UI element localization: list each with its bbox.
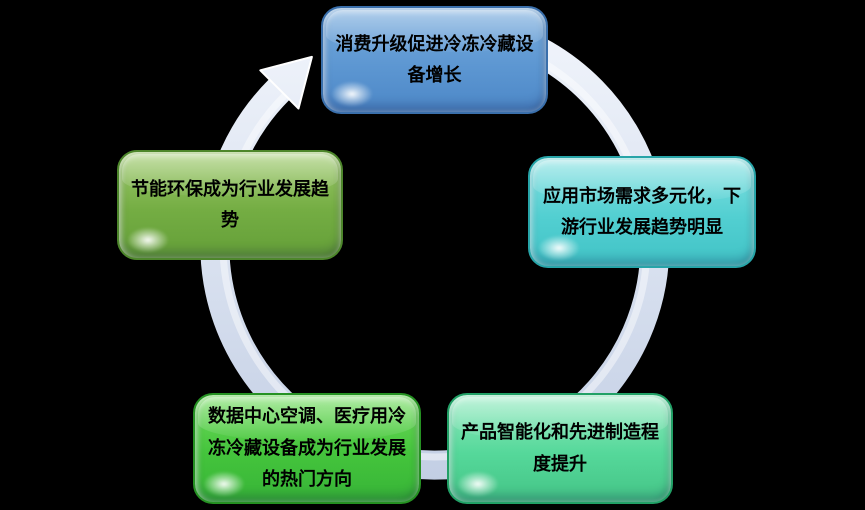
cycle-node-left: 节能环保成为行业发展趋势 bbox=[117, 150, 343, 260]
cycle-node-top-label: 消费升级促进冷冻冷藏设备增长 bbox=[335, 33, 534, 87]
cycle-node-bottom-left-label: 数据中心空调、医疗用冷冻冷藏设备成为行业发展的热门方向 bbox=[208, 406, 406, 491]
cycle-node-right: 应用市场需求多元化，下游行业发展趋势明显 bbox=[528, 156, 756, 268]
cycle-node-bottom-left: 数据中心空调、医疗用冷冻冷藏设备成为行业发展的热门方向 bbox=[193, 393, 421, 504]
cycle-node-right-label: 应用市场需求多元化，下游行业发展趋势明显 bbox=[543, 185, 741, 239]
cycle-arrow-head-icon bbox=[259, 55, 313, 110]
cycle-node-bottom-right: 产品智能化和先进制造程度提升 bbox=[447, 393, 673, 504]
cycle-node-left-label: 节能环保成为行业发展趋势 bbox=[131, 178, 329, 232]
cycle-node-bottom-right-label: 产品智能化和先进制造程度提升 bbox=[461, 422, 659, 475]
cycle-node-top: 消费升级促进冷冻冷藏设备增长 bbox=[321, 6, 548, 114]
